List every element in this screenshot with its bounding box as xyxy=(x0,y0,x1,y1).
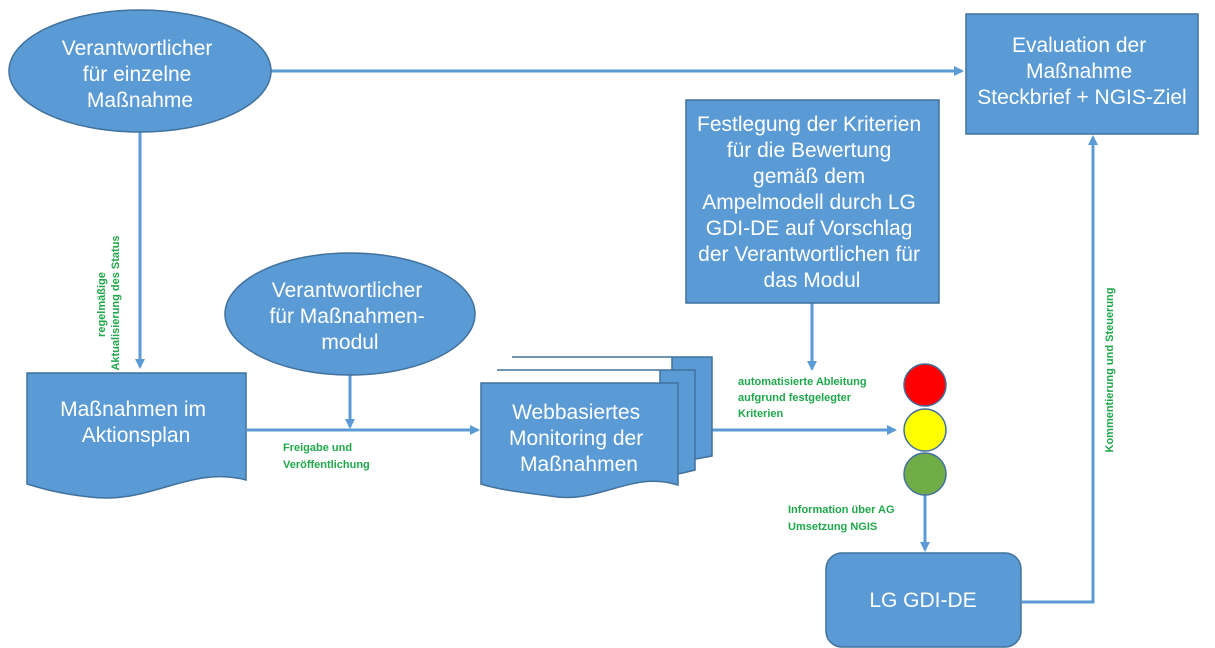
responsible-module-ellipse xyxy=(224,252,476,376)
svg-text:Freigabe und Veröffentlich: Freigabe und Veröffentlichung xyxy=(283,442,370,471)
traffic-light-yellow xyxy=(903,408,947,452)
auto-derivation-label: Kriterien xyxy=(738,408,784,420)
criteria-box xyxy=(685,99,940,304)
traffic-light-green xyxy=(903,452,947,496)
svg-text:regelmäßige Aktualisierung: regelmäßige Aktualisierung des Status xyxy=(96,235,122,370)
responsible-single-line: für einzelne xyxy=(83,63,192,86)
responsible-module-line: modul xyxy=(321,331,378,354)
svg-text:Festlegung der Kriterien f: Festlegung der Kriterien für die Bewertu… xyxy=(697,113,927,292)
responsible-single-line: Verantwortlicher xyxy=(62,37,213,60)
traffic-light-red xyxy=(903,363,947,407)
svg-text:Evaluation der Maßnahme: Evaluation der Maßnahme Steckbrief + NGI… xyxy=(977,34,1186,109)
monitoring-line: Maßnahmen xyxy=(520,453,638,476)
criteria-line: Festlegung der Kriterien xyxy=(697,113,921,136)
criteria-line: Ampelmodell durch LG xyxy=(702,191,916,214)
monitoring-line: Monitoring der xyxy=(509,427,643,450)
evaluation-line: Evaluation der xyxy=(1012,34,1146,57)
svg-text:automatisierte Ableitung a: automatisierte Ableitung aufgrund festge… xyxy=(738,376,870,420)
evaluation-box xyxy=(965,13,1199,135)
criteria-line: das Modul xyxy=(764,269,861,292)
svg-text:Webbasiertes Monitoring de: Webbasiertes Monitoring der Maßnahmen xyxy=(509,401,649,476)
connector-lg-evaluation xyxy=(1022,135,1098,604)
svg-text:Maßnahmen im Aktionsplan: Maßnahmen im Aktionsplan xyxy=(60,398,212,447)
status-update-label: regelmäßige xyxy=(96,272,108,337)
monitoring-document-front xyxy=(480,382,679,499)
svg-text:Kommentierung und Steuerung: Kommentierung und Steuerung xyxy=(1104,288,1116,453)
lg-gdi-label: LG GDI-DE xyxy=(869,589,976,612)
commentary-label: Kommentierung und Steuerung xyxy=(1104,288,1116,453)
auto-derivation-label: aufgrund festgelegter xyxy=(738,392,852,404)
auto-derivation-label: automatisierte Ableitung xyxy=(738,376,867,388)
lg-gdi-box xyxy=(825,552,1022,648)
criteria-line: der Verantwortlichen für xyxy=(698,243,920,266)
information-label: Information über AG xyxy=(788,504,895,516)
information-label: Umsetzung NGIS xyxy=(788,521,877,533)
criteria-line: für die Bewertung xyxy=(727,139,892,162)
evaluation-line: Steckbrief + NGIS-Ziel xyxy=(977,86,1186,109)
measures-plan-document xyxy=(26,372,247,499)
release-label: Freigabe und xyxy=(283,442,352,454)
svg-text:Verantwortlicher für Maßna: Verantwortlicher für Maßnahmen- modul xyxy=(269,279,430,354)
criteria-line: gemäß dem xyxy=(753,165,865,188)
responsible-module-line: für Maßnahmen- xyxy=(269,305,424,328)
monitoring-line: Webbasiertes xyxy=(512,401,640,424)
responsible-single-line: Maßnahme xyxy=(87,89,193,112)
release-label: Veröffentlichung xyxy=(283,459,370,471)
svg-text:Verantwortlicher für einze: Verantwortlicher für einzelne Maßnahme xyxy=(62,37,218,112)
responsible-module-line: Verantwortlicher xyxy=(272,279,423,302)
evaluation-line: Maßnahme xyxy=(1026,60,1132,83)
criteria-line: GDI-DE auf Vorschlag xyxy=(706,217,913,240)
measures-plan-line: Aktionsplan xyxy=(82,424,191,447)
svg-text:Information über AG Umsetz: Information über AG Umsetzung NGIS xyxy=(788,504,898,533)
responsible-single-ellipse xyxy=(8,9,272,133)
measures-plan-line: Maßnahmen im xyxy=(60,398,206,421)
status-update-label: Aktualisierung des Status xyxy=(110,235,122,370)
svg-text:LG GDI-DE: LG GDI-DE xyxy=(869,589,976,612)
